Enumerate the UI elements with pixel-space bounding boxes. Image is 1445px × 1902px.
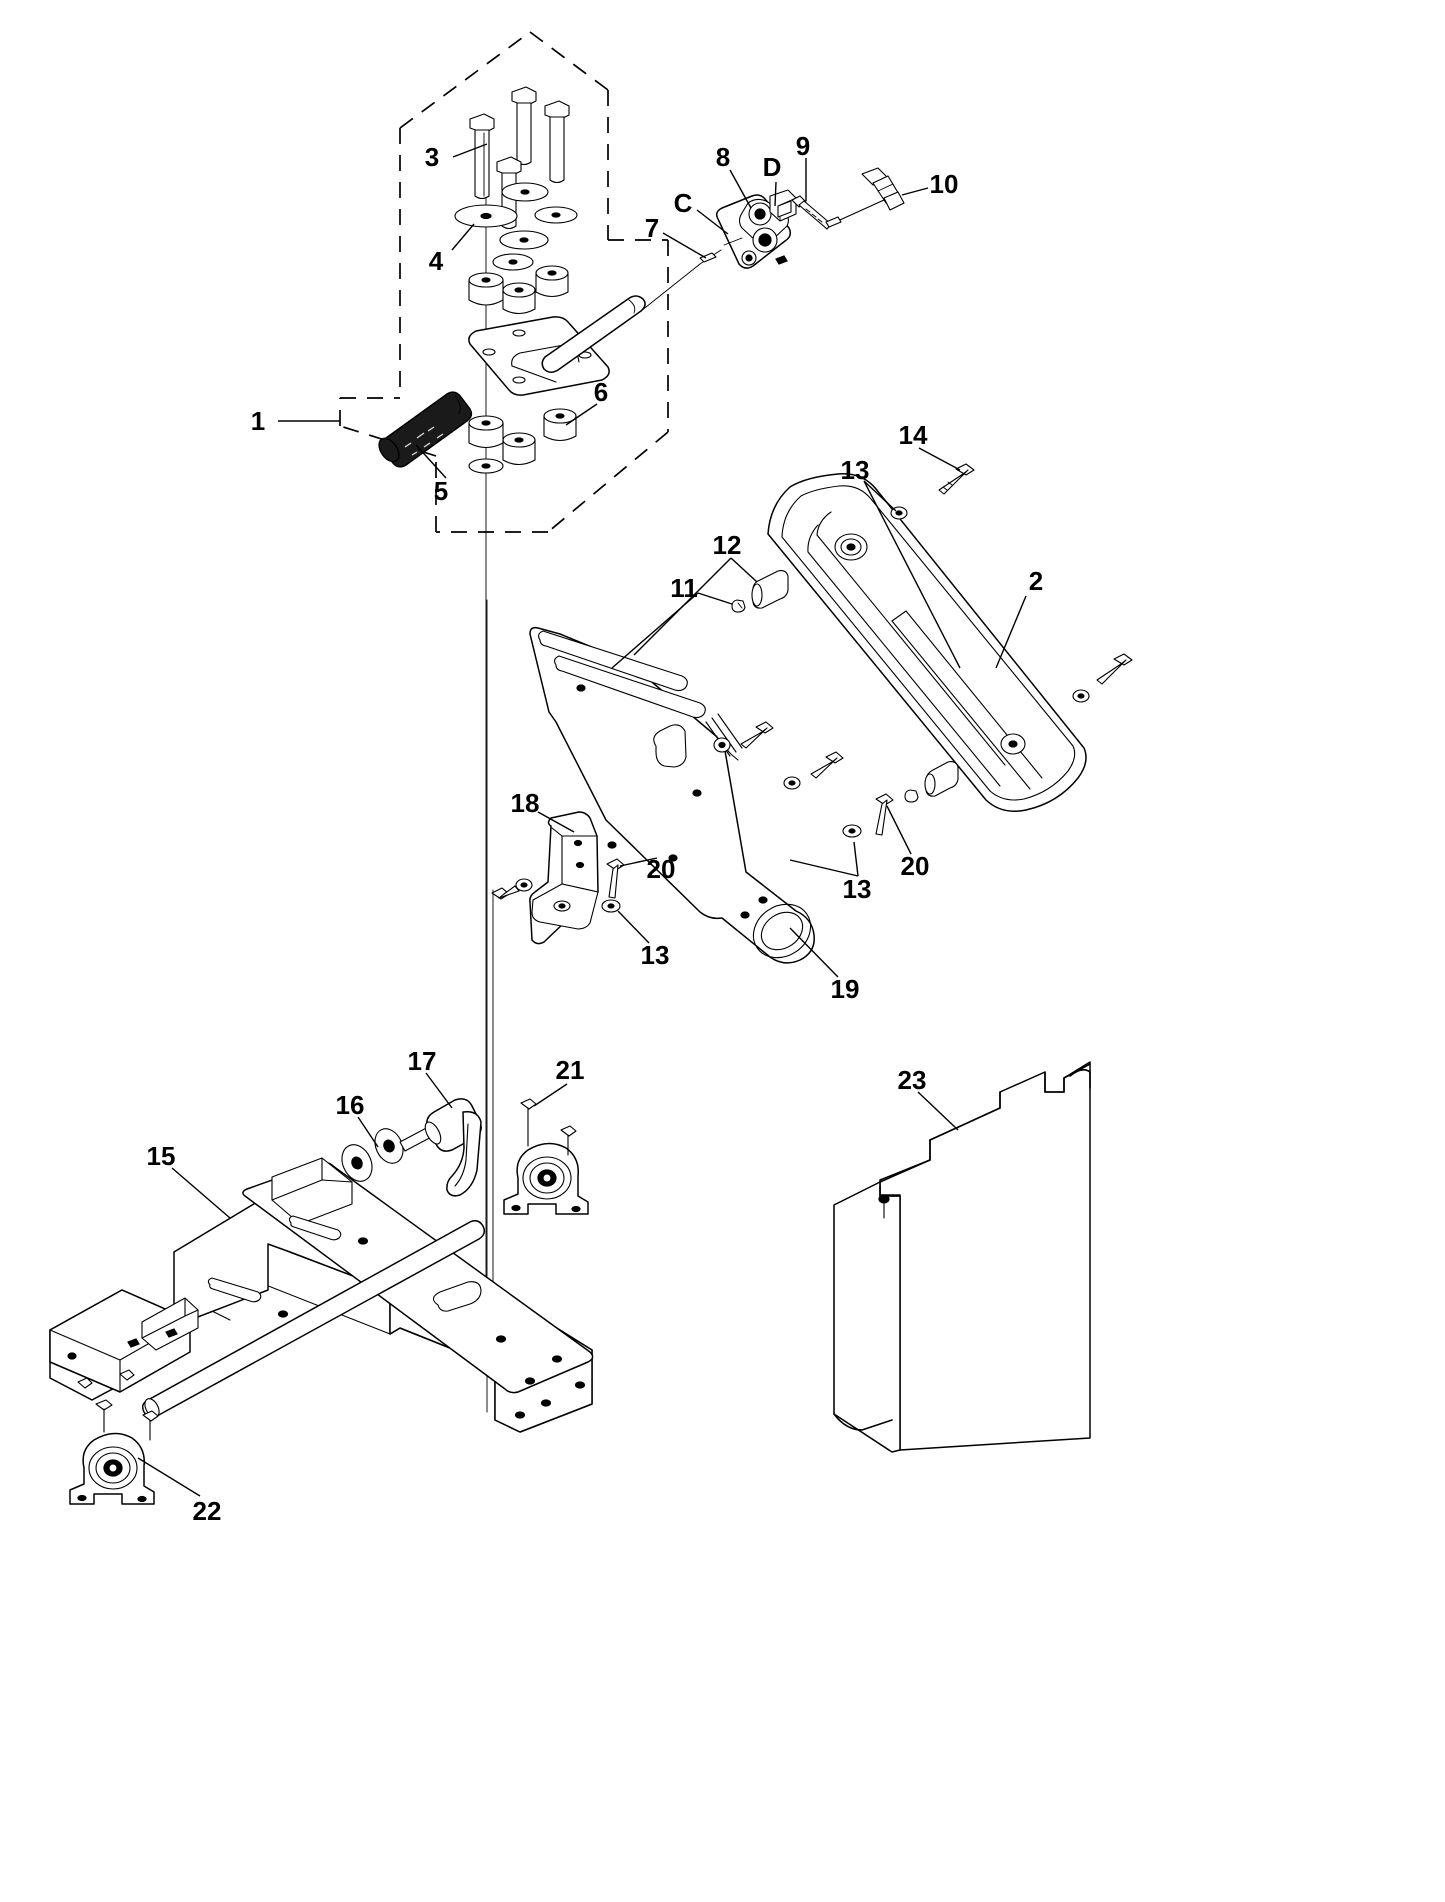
callout-12[interactable]: 12 <box>712 530 742 560</box>
rubber-grip-5 <box>378 391 473 468</box>
flat-washers-group-4 <box>454 182 578 271</box>
callout-13-right[interactable]: 13 <box>842 874 872 904</box>
angle-bracket-18 <box>529 811 599 945</box>
rod-pin <box>699 252 717 263</box>
callout-16[interactable]: 16 <box>335 1090 365 1120</box>
callout-8[interactable]: 8 <box>715 142 731 172</box>
callout-11[interactable]: 11 <box>670 573 698 603</box>
callout-7[interactable]: 7 <box>644 213 660 243</box>
callout-2[interactable]: 2 <box>1028 566 1044 596</box>
callout-22[interactable]: 22 <box>192 1496 222 1526</box>
pillow-block-22 <box>69 1328 178 1505</box>
callout-1[interactable]: 1 <box>250 406 266 436</box>
hex-bolt-right <box>1072 653 1133 703</box>
retaining-clip-11 <box>731 599 746 613</box>
pivot-bushing-12 <box>751 570 789 609</box>
pivot-pin-bolt-9 <box>791 195 832 230</box>
main-frame-chassis-15 <box>49 1157 594 1433</box>
control-rod-7 <box>541 249 722 373</box>
callout-c[interactable]: C <box>673 188 693 218</box>
callout-4[interactable]: 4 <box>428 246 444 276</box>
callout-6[interactable]: 6 <box>593 377 609 407</box>
cable-end-fitting-10 <box>825 167 905 228</box>
pivot-arm-plate-19 <box>529 626 815 964</box>
callout-3[interactable]: 3 <box>424 142 440 172</box>
clamp-handle-17 <box>399 1098 482 1197</box>
side-shield-panel-23 <box>833 1061 1091 1453</box>
callout-15[interactable]: 15 <box>146 1141 176 1171</box>
callout-17[interactable]: 17 <box>407 1046 437 1076</box>
fasteners-mid-group <box>740 721 959 838</box>
hex-bolt-14 <box>938 463 975 495</box>
callout-21[interactable]: 21 <box>555 1055 585 1085</box>
callout-18[interactable]: 18 <box>510 788 540 818</box>
callout-13-upper[interactable]: 13 <box>840 455 870 485</box>
callout-20-left[interactable]: 20 <box>646 854 676 884</box>
flat-washers-16 <box>341 1128 404 1182</box>
callout-9[interactable]: 9 <box>795 131 811 161</box>
callout-5[interactable]: 5 <box>433 476 449 506</box>
group-enclosure-dashed <box>339 31 669 533</box>
callout-13-left[interactable]: 13 <box>640 940 670 970</box>
callout-10[interactable]: 10 <box>929 169 959 199</box>
spacer-bushings-group-6 <box>468 265 577 474</box>
pillow-block-21 <box>503 1098 589 1215</box>
hood-cover-panel-2 <box>767 473 1087 812</box>
callout-23[interactable]: 23 <box>897 1065 927 1095</box>
callout-d[interactable]: D <box>762 152 782 182</box>
callout-14[interactable]: 14 <box>898 420 928 450</box>
callout-20-right[interactable]: 20 <box>900 851 930 881</box>
callout-19[interactable]: 19 <box>830 974 860 1004</box>
lever-housing-8 <box>715 189 797 269</box>
leader-lines <box>137 143 1027 1497</box>
